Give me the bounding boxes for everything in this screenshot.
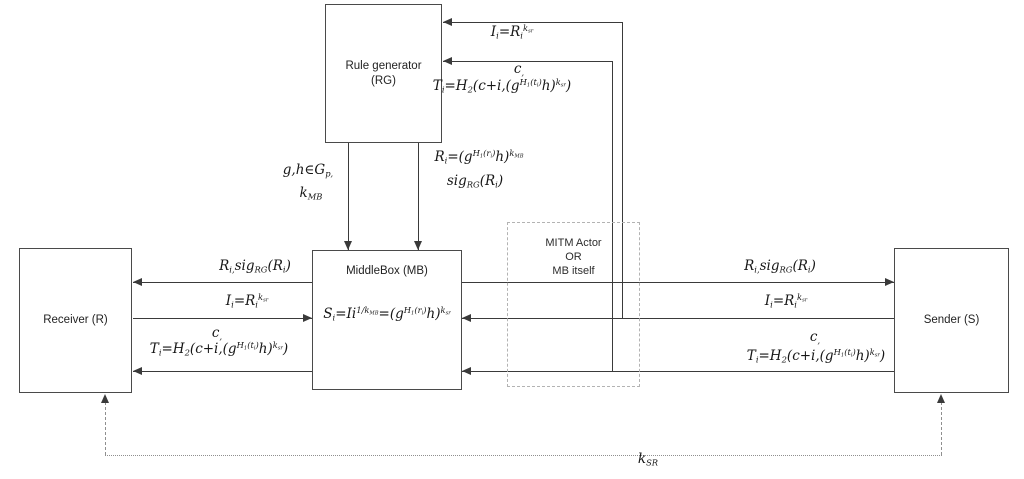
arrowhead-into-mb-identity-right	[462, 314, 471, 322]
arrowhead-sharedkey-into-receiver	[101, 394, 109, 403]
line-identity-to-rg	[443, 22, 622, 23]
arrowhead-into-rg-top	[443, 18, 452, 26]
rule-generator-label: Rule generator (RG)	[345, 59, 421, 89]
line-mb-to-receiver-token	[133, 371, 312, 372]
label-receiver-identity: Ii=Riksr	[225, 292, 269, 310]
line-mb-to-receiver-rule	[133, 282, 312, 283]
middlebox-formula: Si=Ii1/kMB=(gH1(ri)h)ksr	[323, 305, 451, 323]
label-rg-params-key: kMB	[299, 185, 323, 202]
line-identity-branch-vertical	[622, 22, 623, 318]
rule-generator-box: Rule generator (RG)	[325, 4, 442, 143]
arrowhead-into-mb-identity-left	[303, 314, 312, 322]
label-sender-identity: Ii=Riksr	[764, 292, 808, 310]
rule-generator-label-line1: Rule generator	[345, 59, 422, 72]
line-receiver-to-mb-identity	[133, 318, 312, 319]
line-rg-to-mb-rule	[418, 143, 419, 250]
line-sender-to-mb-identity	[462, 318, 894, 319]
line-sender-to-mb-token	[462, 371, 894, 372]
label-sender-token: Ti=H2(c+i,(gH1(ti)h)ksr)	[746, 347, 886, 365]
arrowhead-into-mb-token-right	[462, 367, 471, 375]
mitm-label-line3: MB itself	[552, 265, 595, 277]
mitm-label-line2: OR	[565, 251, 582, 263]
mitm-label-line1: MITM Actor	[545, 237, 602, 249]
label-identity-to-rg: Ii=Riksr	[490, 23, 534, 41]
receiver-box: Receiver (R)	[19, 248, 132, 393]
arrowhead-into-rg-bottom	[443, 57, 452, 65]
label-token-to-rg: Ti=H2(c+i,(gH1(ti)h)ksr)	[432, 77, 572, 95]
middlebox-box: MiddleBox (MB) Si=Ii1/kMB=(gH1(ri)h)ksr	[312, 250, 462, 390]
mitm-actor-label: MITM Actor OR MB itself	[508, 223, 639, 278]
arrowhead-into-receiver-rule	[133, 278, 142, 286]
label-rg-rule-signature: sigRG(Ri)	[446, 173, 504, 190]
label-receiver-token: Ti=H2(c+i,(gH1(ti)h)ksr)	[149, 340, 289, 358]
rule-generator-label-line2: (RG)	[371, 74, 396, 87]
mitm-actor-box: MITM Actor OR MB itself	[507, 222, 640, 387]
sender-box: Sender (S)	[894, 248, 1009, 393]
line-token-branch-vertical	[612, 61, 613, 372]
receiver-label: Receiver (R)	[43, 314, 108, 326]
label-token-c-to-rg: c,	[513, 61, 525, 78]
label-shared-key: kSR	[637, 451, 659, 468]
dashed-line-sharedkey-horizontal	[105, 455, 942, 456]
arrowhead-into-sender-rule	[885, 278, 894, 286]
dashed-line-sharedkey-sender	[941, 402, 942, 455]
line-mb-to-sender-rule	[462, 282, 894, 283]
sender-label: Sender (S)	[923, 314, 980, 326]
arrowhead-into-mb-rule	[414, 241, 422, 250]
label-rg-params-group: g,h∈Gp,	[282, 162, 334, 179]
label-rg-rule-value: Ri=(gH1(ri)h)kMB	[434, 148, 524, 166]
arrowhead-into-mb-params	[344, 241, 352, 250]
label-receiver-token-c: c,	[211, 325, 223, 342]
arrowhead-sharedkey-into-sender	[937, 394, 945, 403]
middlebox-title: MiddleBox (MB)	[346, 265, 428, 277]
line-token-to-rg	[443, 61, 612, 62]
dashed-line-sharedkey-receiver	[105, 402, 106, 455]
arrowhead-into-receiver-token	[133, 367, 142, 375]
label-receiver-rule: Ri,sigRG(Ri)	[219, 258, 291, 275]
line-rg-to-mb-params	[348, 143, 349, 250]
label-sender-rule: Ri,sigRG(Ri)	[744, 258, 816, 275]
label-sender-token-c: c,	[809, 329, 821, 346]
